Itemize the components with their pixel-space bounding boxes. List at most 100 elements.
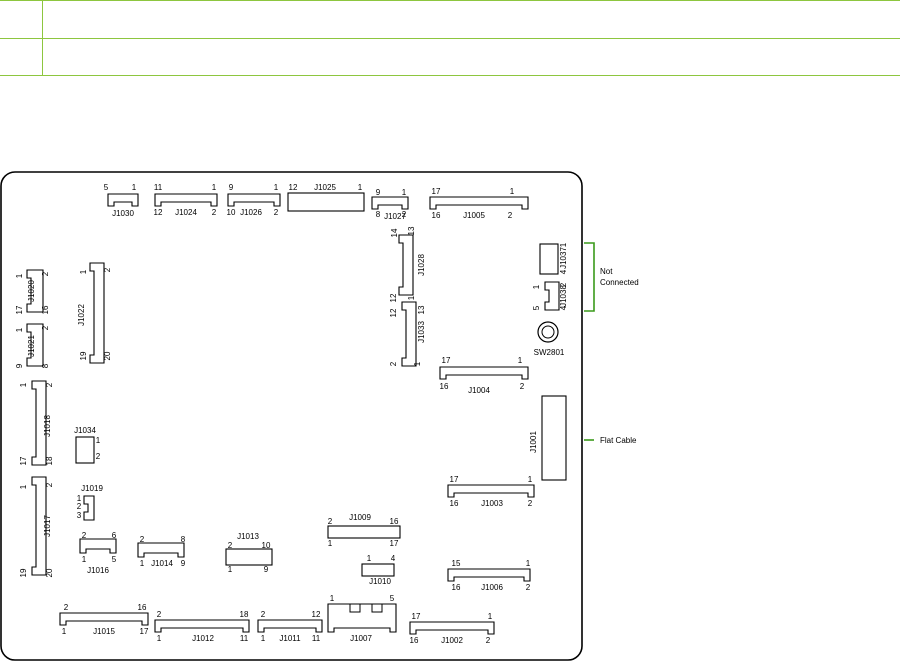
connector-body (371, 196, 409, 210)
pin-number: 11 (154, 183, 163, 192)
pin-number: 9 (229, 183, 234, 192)
pin-number: 9 (15, 363, 24, 368)
pin-number: 9 (376, 188, 381, 197)
pin-number: 4 (559, 269, 568, 274)
connector-body (31, 476, 47, 576)
pin-number: 12 (154, 208, 163, 217)
pin-number: 2 (82, 531, 87, 540)
connector-body (59, 612, 149, 626)
connector-label: J1021 (27, 335, 36, 357)
pin-number: 16 (452, 583, 461, 592)
connector-body (439, 366, 529, 380)
connector-body (327, 525, 401, 539)
pin-number: 1 (77, 494, 82, 503)
pin-number: 1 (82, 555, 87, 564)
pin-number: 1 (407, 295, 416, 300)
pin-number: 2 (520, 382, 525, 391)
connector-label: J1034 (74, 426, 96, 435)
pin-number: 2 (402, 210, 407, 219)
pin-number: 2 (212, 208, 217, 217)
pin-number: 1 (62, 627, 67, 636)
connector-body (409, 621, 495, 635)
connector-body (107, 193, 139, 207)
connector-body (429, 196, 529, 210)
pin-number: 17 (450, 475, 459, 484)
pin-number: 1 (79, 269, 88, 274)
pin-number: 1 (413, 361, 422, 366)
pin-number: 8 (376, 210, 381, 219)
pin-number: 16 (390, 517, 399, 526)
pin-number: 1 (488, 612, 493, 621)
connector-label: J1005 (463, 211, 485, 220)
pin-number: 2 (508, 211, 513, 220)
pin-number: 5 (532, 305, 541, 310)
connector-label: J1033 (417, 321, 426, 343)
connector-label: J1016 (87, 566, 109, 575)
pin-number: 16 (138, 603, 147, 612)
connector-label: J1007 (350, 634, 372, 643)
pin-number: 2 (528, 499, 533, 508)
connector-label: J1002 (441, 636, 463, 645)
pin-number: 1 (526, 559, 531, 568)
pin-number: 5 (104, 183, 109, 192)
connector-label: J1003 (481, 499, 503, 508)
pin-number: 2 (77, 502, 82, 511)
pin-number: 17 (15, 305, 24, 314)
connector-label: J1037 (559, 247, 568, 269)
pin-number: 18 (45, 456, 54, 465)
pin-number: 1 (19, 484, 28, 489)
connector-body (26, 269, 44, 313)
not-connected-bracket (584, 242, 595, 312)
pin-number: 2 (261, 610, 266, 619)
connector-body (398, 234, 414, 296)
connector-body (447, 484, 535, 498)
connector-notch (349, 603, 361, 613)
pin-number: 1 (367, 554, 372, 563)
connector-body (225, 548, 273, 566)
pin-number: 19 (79, 351, 88, 360)
connector-label: J1013 (237, 532, 259, 541)
connector-body (26, 323, 44, 367)
pin-number: 15 (452, 559, 461, 568)
connector-body (154, 619, 250, 633)
pin-number: 2 (389, 361, 398, 366)
pin-number: 1 (274, 183, 279, 192)
connector-body (401, 301, 417, 367)
pin-number: 2 (45, 382, 54, 387)
pin-number: 17 (140, 627, 149, 636)
pin-number: 20 (45, 568, 54, 577)
board-outline (0, 171, 583, 661)
connector-body (83, 495, 95, 521)
table-rule (0, 38, 900, 39)
connector-body (79, 538, 117, 554)
connector-body (541, 395, 567, 481)
pin-number: 12 (389, 308, 398, 317)
connector-label: J1028 (417, 254, 426, 276)
connector-label: J1015 (93, 627, 115, 636)
pin-number: 17 (390, 539, 399, 548)
switch-sw2801: SW2801 (534, 321, 565, 357)
pin-number: 1 (528, 475, 533, 484)
pin-number: 2 (64, 603, 69, 612)
header-table (0, 0, 900, 76)
flat-cable-label: Flat Cable (600, 436, 637, 445)
pin-number: 1 (212, 183, 217, 192)
connector-body (154, 193, 218, 207)
connector-label: J1030 (112, 209, 134, 218)
pin-number: 20 (103, 351, 112, 360)
pin-number: 1 (510, 187, 515, 196)
pin-number: 1 (330, 594, 335, 603)
pin-number: 1 (140, 559, 145, 568)
connector-body (137, 542, 185, 558)
